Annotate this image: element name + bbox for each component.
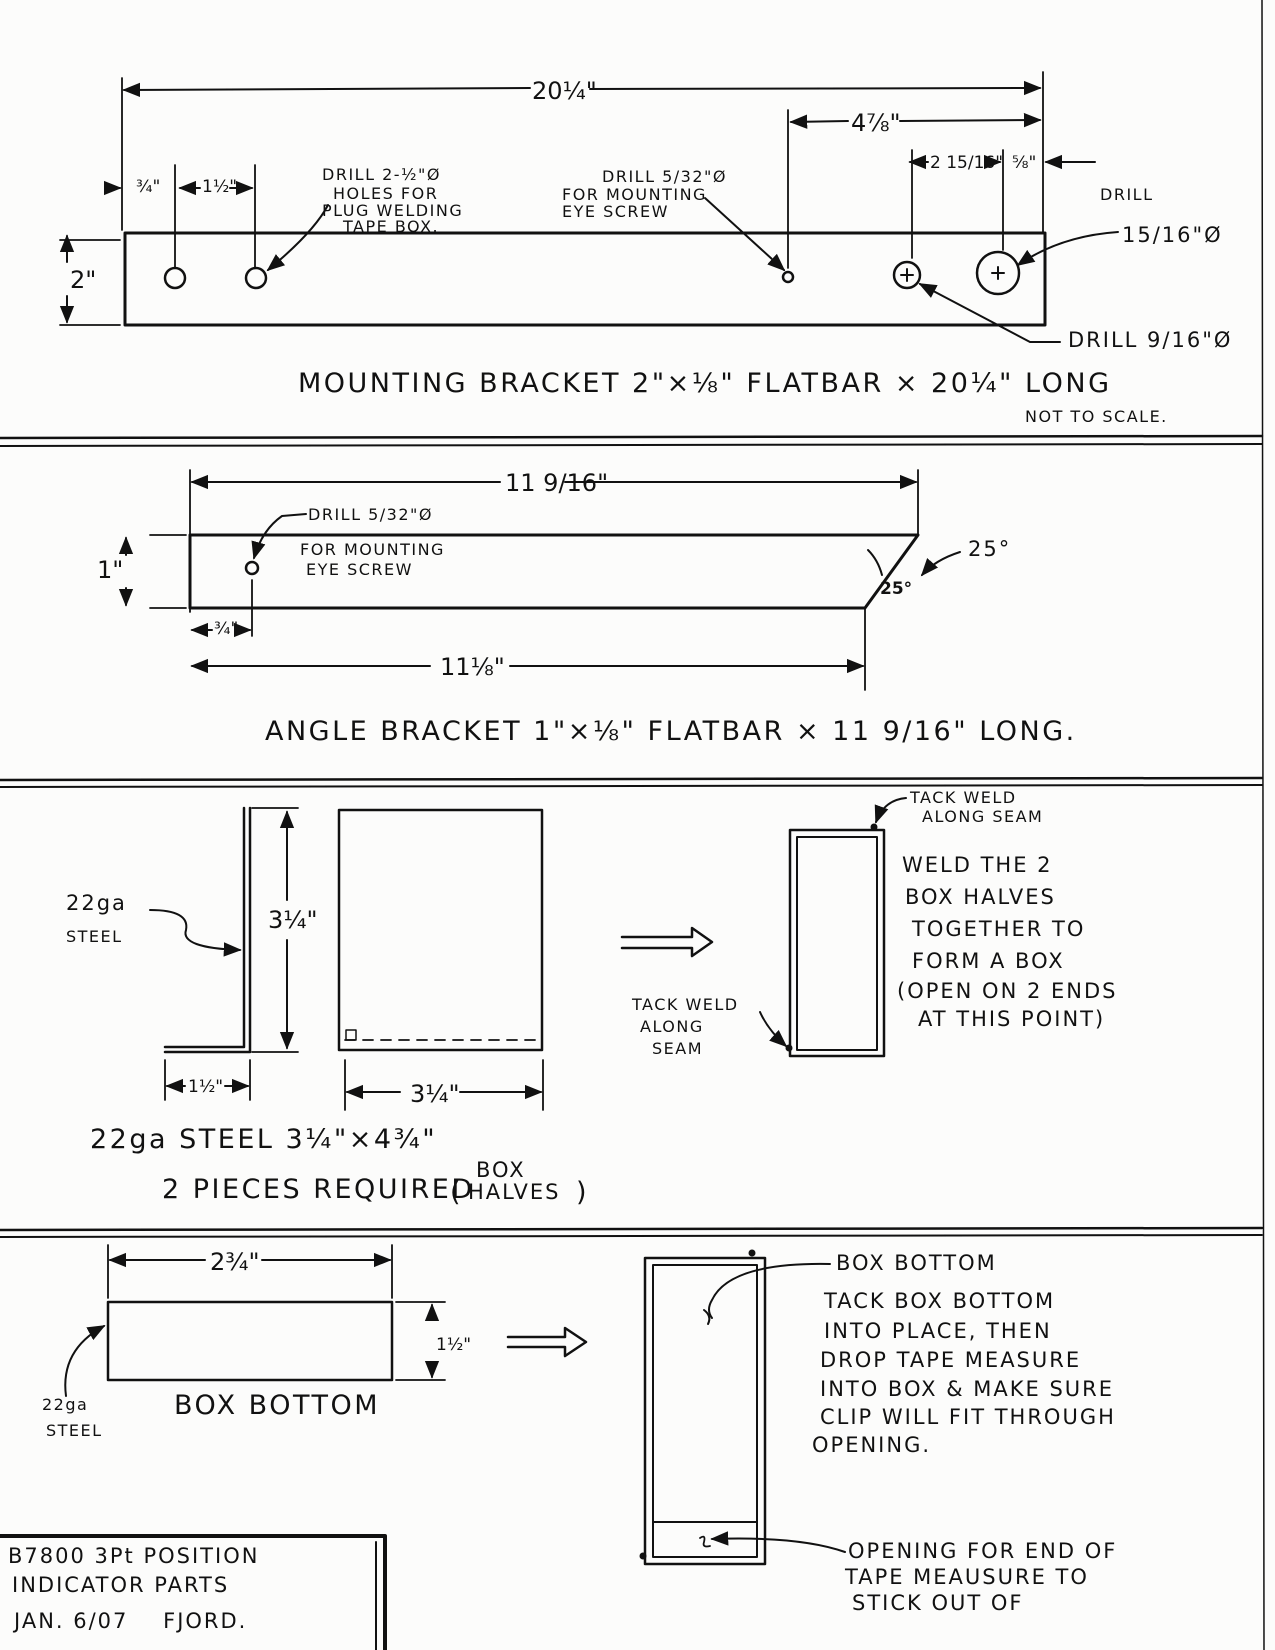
svg-text:SEAM: SEAM [652, 1039, 703, 1058]
svg-text:DRILL 5/32"Ø: DRILL 5/32"Ø [308, 505, 433, 524]
dim-angle-height: 1" [97, 556, 123, 584]
dim-edge-first-hole: ¾" [136, 177, 160, 197]
plug-hole-right [244, 266, 268, 290]
mounting-bracket-caption: MOUNTING BRACKET 2"×⅛" FLATBAR × 20¼" LO… [298, 368, 1112, 399]
svg-text:22ga: 22ga [66, 891, 127, 915]
title-line-1: B7800 3Pt POSITION [8, 1544, 259, 1568]
box-bottom-section: 2¾" 1½" 22ga STEEL BOX BOTTOM BOX BOTTOM… [42, 1244, 1117, 1615]
svg-text:FOR MOUNTING: FOR MOUNTING [562, 185, 707, 204]
angle-bracket-section: 11 9/16" 11⅛" ¾" 1" 25° 25° DRILL 5/32"Ø… [97, 469, 1077, 747]
svg-text:OPENING.: OPENING. [812, 1433, 931, 1457]
svg-text:DRILL: DRILL [1100, 185, 1153, 204]
dim-box-half-height: 3¼" [268, 906, 318, 934]
opening-note: OPENING FOR END OF TAPE MEAUSURE TO STIC… [844, 1539, 1117, 1615]
drill-eye-note: DRILL 5/32"Ø FOR MOUNTING EYE SCREW [562, 167, 727, 221]
tack-weld-bottom-note: TACK WELD ALONG SEAM [631, 995, 739, 1058]
svg-text:TAPE MEAUSURE TO: TAPE MEAUSURE TO [844, 1565, 1089, 1589]
drill-large-note: DRILL 15/16"Ø [1100, 185, 1223, 247]
svg-text:CLIP WILL FIT THROUGH: CLIP WILL FIT THROUGH [820, 1405, 1116, 1429]
svg-text:DRILL 5/32"Ø: DRILL 5/32"Ø [602, 167, 727, 186]
angle-eye-screw-hole [244, 560, 260, 576]
svg-text:EYE SCREW: EYE SCREW [306, 560, 413, 579]
svg-text:): ) [576, 1177, 589, 1208]
angle-outer: 25° [968, 537, 1011, 561]
svg-text:TOGETHER TO: TOGETHER TO [911, 917, 1085, 941]
svg-text:OPENING FOR END OF: OPENING FOR END OF [848, 1539, 1117, 1563]
svg-text:FORM A BOX: FORM A BOX [912, 949, 1065, 973]
box-half-material: 22ga STEEL [66, 891, 127, 946]
drill-plug-note: DRILL 2-½"Ø HOLES FOR PLUG WELDING TAPE … [322, 165, 463, 236]
dim-offset-right: 4⅞" [851, 109, 901, 137]
svg-text:STICK OUT OF: STICK OUT OF [852, 1591, 1023, 1615]
not-to-scale-note: NOT TO SCALE. [1025, 407, 1168, 426]
dim-height: 2" [70, 266, 96, 294]
svg-text:FOR MOUNTING: FOR MOUNTING [300, 540, 445, 559]
dim-overall-length: 20¼" [532, 77, 597, 105]
box-half-paren-2: HALVES [468, 1180, 561, 1204]
mounting-bracket-section: 20¼" 4⅞" ¾" 1½" 2 15/16" ⅝" 2" DRILL 2-½… [59, 71, 1232, 426]
svg-text:DRILL 2-½"Ø: DRILL 2-½"Ø [322, 165, 441, 184]
box-half-paren-1: BOX [476, 1158, 526, 1182]
box-bottom-callout-title: BOX BOTTOM [836, 1251, 997, 1275]
svg-text:(: ( [450, 1177, 463, 1208]
eye-screw-hole [781, 270, 795, 284]
medium-hole [892, 260, 922, 290]
svg-text:STEEL: STEEL [66, 927, 123, 946]
dim-edge-large-hole: ⅝" [1012, 153, 1036, 173]
dim-box-half-width: 3¼" [410, 1080, 460, 1108]
weld-instructions: WELD THE 2 BOX HALVES TOGETHER TO FORM A… [897, 853, 1117, 1031]
angle-inner: 25° [880, 579, 912, 599]
svg-text:15/16"Ø: 15/16"Ø [1122, 223, 1223, 247]
box-bottom-material: 22ga STEEL [42, 1395, 103, 1440]
svg-text:ALONG: ALONG [640, 1017, 704, 1036]
box-bottom-outline [106, 1300, 394, 1382]
svg-text:TACK WELD: TACK WELD [909, 788, 1017, 807]
box-halves-section: 3¼" 1½" 3¼" 22ga STEEL TACK WELD ALONG S… [66, 788, 1117, 1208]
svg-text:HOLES FOR: HOLES FOR [333, 184, 438, 203]
svg-text:EYE SCREW: EYE SCREW [562, 202, 669, 221]
box-bottom-instructions: TACK BOX BOTTOM INTO PLACE, THEN DROP TA… [812, 1289, 1116, 1457]
box-bottom-label: BOX BOTTOM [174, 1390, 380, 1421]
box-half-spec: 22ga STEEL 3¼"×4¾" [90, 1124, 437, 1155]
mounting-bracket-outline [123, 231, 1047, 327]
dim-angle-overall: 11 9/16" [505, 469, 608, 497]
svg-text:ALONG SEAM: ALONG SEAM [922, 807, 1043, 826]
box-half-pieces: 2 PIECES REQUIRED [162, 1174, 475, 1205]
dim-hole-spacing: 1½" [202, 177, 237, 197]
process-arrow-2 [506, 1326, 588, 1358]
assembled-box [643, 1256, 767, 1566]
tack-weld-top-note: TACK WELD ALONG SEAM [909, 788, 1043, 826]
welded-box [788, 828, 886, 1058]
box-half-flat-pattern [337, 808, 544, 1052]
svg-text:BOX HALVES: BOX HALVES [905, 885, 1056, 909]
svg-text:STEEL: STEEL [46, 1421, 103, 1440]
large-hole [975, 250, 1021, 296]
drill-medium-note: DRILL 9/16"Ø [1068, 328, 1232, 352]
title-line-3: JAN. 6/07 FJORD. [12, 1609, 247, 1633]
svg-text:PLUG WELDING: PLUG WELDING [322, 201, 463, 220]
svg-text:TACK BOX BOTTOM: TACK BOX BOTTOM [823, 1289, 1055, 1313]
svg-text:TAPE BOX.: TAPE BOX. [342, 217, 439, 236]
plug-hole-left [163, 266, 187, 290]
box-half-side-profile [163, 806, 252, 1054]
process-arrow [620, 926, 714, 958]
svg-text:DROP TAPE MEASURE: DROP TAPE MEASURE [820, 1348, 1081, 1372]
svg-text:TACK WELD: TACK WELD [631, 995, 739, 1014]
dim-box-bottom-height: 1½" [436, 1335, 471, 1355]
title-line-2: INDICATOR PARTS [12, 1573, 229, 1597]
angle-drill-note: DRILL 5/32"Ø FOR MOUNTING EYE SCREW [300, 505, 445, 579]
svg-text:AT THIS POINT): AT THIS POINT) [918, 1007, 1105, 1031]
svg-text:22ga: 22ga [42, 1395, 88, 1414]
svg-text:INTO PLACE, THEN: INTO PLACE, THEN [824, 1319, 1052, 1343]
title-block: B7800 3Pt POSITION INDICATOR PARTS JAN. … [0, 1534, 387, 1650]
dim-angle-bottom: 11⅛" [440, 653, 505, 681]
svg-text:INTO BOX & MAKE SURE: INTO BOX & MAKE SURE [820, 1377, 1114, 1401]
svg-text:(OPEN ON 2 ENDS: (OPEN ON 2 ENDS [897, 979, 1117, 1003]
dim-box-bottom-width: 2¾" [210, 1248, 260, 1276]
angle-bracket-caption: ANGLE BRACKET 1"×⅛" FLATBAR × 11 9/16" L… [265, 716, 1077, 747]
svg-text:WELD THE 2: WELD THE 2 [902, 853, 1053, 877]
dim-box-half-leg: 1½" [188, 1077, 223, 1097]
dim-angle-edge: ¾" [214, 619, 238, 639]
